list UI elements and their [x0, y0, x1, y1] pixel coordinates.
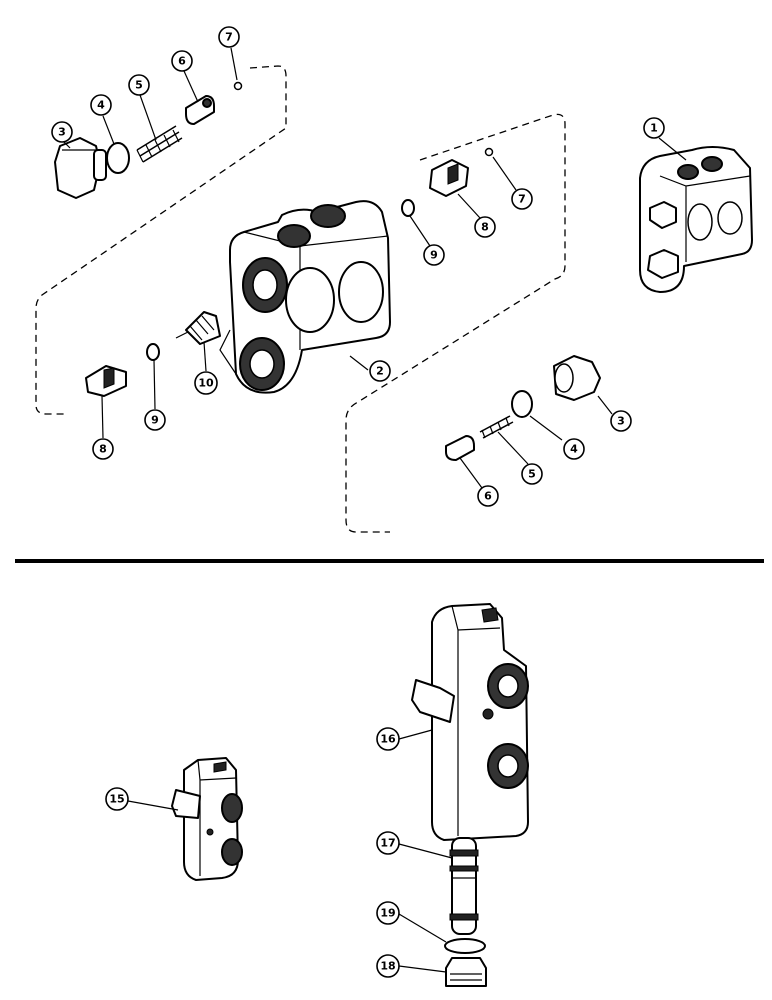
- callout-8-lower: 8: [92, 395, 114, 460]
- poppet-part-6-left: [185, 95, 215, 125]
- callout-15: 15: [105, 787, 179, 811]
- callout-3-right-label: 3: [617, 415, 625, 428]
- callout-3-left-label: 3: [58, 126, 66, 139]
- callout-3-left: 3: [51, 121, 73, 149]
- callout-6-left: 6: [171, 50, 199, 103]
- callout-4-right: 4: [529, 415, 585, 460]
- callout-6-left-label: 6: [178, 55, 186, 68]
- valve-body-part-16: [411, 603, 529, 841]
- dashed-group-outline-left: [35, 65, 287, 415]
- callout-7-left: 7: [218, 26, 240, 81]
- callout-8-lower-label: 8: [99, 443, 107, 456]
- plug-part-3-left: [54, 137, 107, 199]
- o-ring-part-4-left: [106, 142, 130, 174]
- spool-part-17: [449, 837, 479, 935]
- spring-part-5-left: [136, 125, 183, 163]
- o-ring-part-9-upper: [401, 199, 415, 217]
- ball-part-7-left: [233, 81, 243, 91]
- callout-19-label: 19: [380, 907, 395, 920]
- plug-part-3-right: [553, 355, 601, 401]
- check-valve-part-8-upper: [429, 159, 469, 197]
- callout-1: 1: [643, 117, 687, 161]
- callout-5-right: 5: [497, 431, 543, 485]
- dashed-group-outline-right: [345, 113, 566, 533]
- shuttle-part-10: [175, 311, 221, 345]
- callout-10-label: 10: [198, 377, 214, 390]
- poppet-part-6-right: [445, 435, 475, 461]
- callout-15-label: 15: [109, 793, 124, 806]
- plug-part-18: [445, 957, 487, 987]
- callout-5-right-label: 5: [528, 468, 536, 481]
- callout-16: 16: [376, 727, 433, 751]
- callout-9-lower: 9: [144, 359, 166, 431]
- callout-18-label: 18: [380, 960, 395, 973]
- spring-part-5-right: [479, 415, 514, 439]
- callout-5-left-label: 5: [135, 79, 143, 92]
- callout-4-right-label: 4: [570, 443, 578, 456]
- o-ring-part-4-right: [511, 390, 533, 418]
- callout-19: 19: [376, 901, 447, 943]
- callout-17: 17: [376, 831, 453, 859]
- o-ring-part-19: [444, 938, 486, 954]
- callout-6-right-label: 6: [484, 490, 492, 503]
- callout-6-right: 6: [459, 457, 499, 507]
- callout-1-label: 1: [650, 122, 658, 135]
- check-valve-part-8-lower: [85, 365, 127, 397]
- callout-7-right: 7: [492, 156, 533, 210]
- callout-18: 18: [376, 954, 447, 978]
- o-ring-part-9-lower: [146, 343, 160, 361]
- callout-4-left-label: 4: [97, 99, 105, 112]
- callout-9-upper: 9: [409, 215, 445, 266]
- ball-part-7-right: [484, 147, 494, 157]
- callout-7-left-label: 7: [225, 31, 233, 44]
- callout-2-label: 2: [376, 365, 384, 378]
- callout-5-left: 5: [128, 74, 157, 141]
- valve-body-part-15: [171, 757, 243, 881]
- callout-4-left: 4: [90, 94, 115, 145]
- callout-8-upper-label: 8: [481, 221, 489, 234]
- callout-8-upper: 8: [457, 193, 496, 238]
- callout-16-label: 16: [380, 733, 396, 746]
- assembled-valve-part-1: [639, 146, 753, 293]
- callout-7-right-label: 7: [518, 193, 526, 206]
- callout-9-upper-label: 9: [430, 249, 438, 262]
- valve-body-part-2: [219, 200, 391, 394]
- callout-3-right: 3: [597, 395, 632, 432]
- callout-2: 2: [349, 355, 391, 382]
- callout-9-lower-label: 9: [151, 414, 159, 427]
- callout-17-label: 17: [380, 837, 395, 850]
- callout-10: 10: [194, 341, 218, 395]
